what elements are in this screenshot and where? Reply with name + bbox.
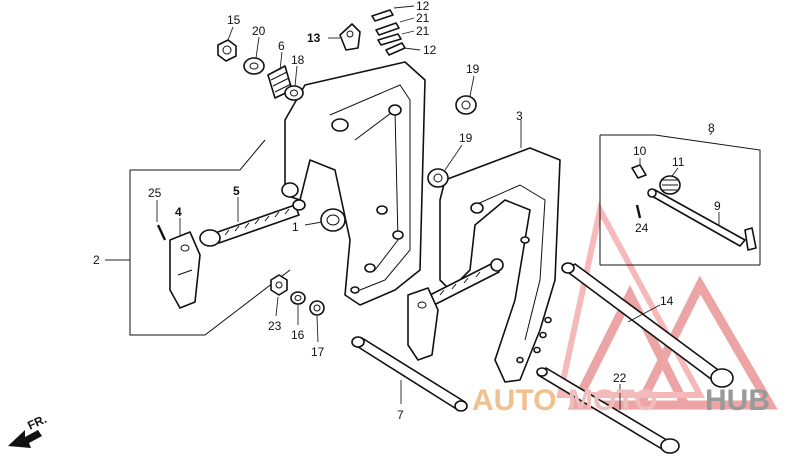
swivel-bracket-3 — [439, 147, 561, 383]
washer-16 — [290, 291, 306, 305]
callout-17: 17 — [311, 345, 325, 359]
leader-11 — [671, 167, 679, 177]
watermark-auto: AUTO — [472, 384, 556, 417]
leader-6 — [279, 51, 283, 71]
leader-12a — [393, 5, 415, 9]
watermark-text: AUTO MOTO HUB — [472, 384, 770, 417]
group-line-2 — [129, 170, 291, 336]
group-line-2-top — [130, 139, 266, 171]
pin-24 — [635, 204, 642, 219]
pins-12-21 — [371, 9, 406, 56]
callout-15: 15 — [227, 13, 241, 27]
leader-20 — [255, 36, 260, 59]
bolt-22 — [536, 367, 680, 454]
group-box-8 — [600, 134, 761, 265]
leader-14 — [627, 304, 661, 323]
leader-21b — [401, 30, 415, 35]
tilt-tube-7 — [351, 336, 468, 412]
callout-22: 22 — [613, 371, 627, 385]
watermark-moto: MOTO — [568, 384, 657, 417]
callout-2: 2 — [93, 253, 100, 267]
callout-14: 14 — [660, 294, 674, 308]
leader-15 — [227, 26, 234, 41]
callout-9: 9 — [714, 199, 721, 213]
pin-25 — [156, 224, 167, 241]
nut-23 — [270, 274, 288, 296]
clamp-pad-right — [407, 287, 439, 361]
callout-21-bottom: 21 — [416, 24, 430, 38]
callout-7: 7 — [397, 408, 404, 422]
clamp-pad-4 — [169, 231, 201, 309]
washer-18 — [284, 85, 304, 101]
callout-1: 1 — [292, 220, 299, 234]
leader-12b — [403, 47, 421, 51]
callout-21-top: 21 — [416, 11, 430, 25]
washer-19-top — [455, 95, 477, 115]
leader-17 — [316, 315, 319, 343]
callout-10: 10 — [633, 144, 647, 158]
callout-3: 3 — [516, 109, 523, 123]
watermark-triangle-back — [556, 201, 706, 398]
clamp-screw-5 — [199, 199, 306, 247]
callout-16: 16 — [291, 328, 305, 342]
callout-6: 6 — [278, 39, 285, 53]
leader-8 — [709, 131, 713, 136]
callout-18: 18 — [291, 53, 305, 67]
callout-13: 13 — [307, 31, 321, 45]
callout-4: 4 — [175, 205, 182, 219]
callout-23: 23 — [268, 319, 282, 333]
washer-19-mid — [427, 168, 449, 188]
washer-17 — [309, 300, 325, 316]
tilt-rod-9 — [647, 188, 757, 251]
callout-labels: 1 2 3 4 5 6 7 8 9 10 11 12 12 13 14 15 1… — [93, 0, 721, 422]
callout-20: 20 — [252, 24, 266, 38]
leader-19b — [444, 144, 463, 171]
pin-10 — [631, 164, 647, 179]
leader-23 — [275, 296, 279, 317]
callout-8: 8 — [708, 121, 715, 135]
bolt-14 — [561, 262, 734, 388]
callout-11: 11 — [672, 155, 685, 169]
nut-15 — [217, 39, 237, 62]
callout-19-mid: 19 — [459, 131, 473, 145]
leader-18 — [294, 65, 298, 87]
callout-12-bottom: 12 — [423, 43, 437, 57]
leader-19a — [469, 75, 475, 97]
callout-19-top: 19 — [466, 62, 480, 76]
leader-1 — [304, 221, 323, 226]
bushing-1 — [320, 208, 346, 232]
callout-5: 5 — [233, 184, 240, 198]
front-direction-icon — [8, 430, 42, 448]
watermark-hub: HUB — [705, 384, 770, 417]
stern-bracket-left — [281, 61, 426, 306]
callout-12-top: 12 — [416, 0, 430, 13]
front-direction-label: FR. — [25, 412, 48, 433]
washer-20 — [243, 57, 265, 75]
watermark-triangle-left — [567, 284, 693, 410]
callout-25: 25 — [148, 186, 162, 200]
leader-21a — [399, 17, 415, 23]
lever-13 — [339, 23, 361, 51]
spring-11 — [659, 175, 681, 195]
callout-24: 24 — [635, 221, 649, 235]
